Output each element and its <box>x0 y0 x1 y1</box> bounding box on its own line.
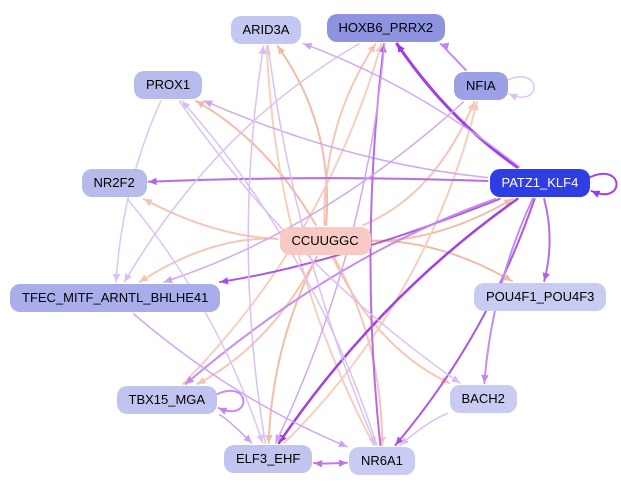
edge-ccuuggc-nfia[interactable] <box>362 101 476 226</box>
edge-patz1-pou4f1[interactable] <box>542 198 551 282</box>
edge-nfia-hoxb6[interactable] <box>439 42 467 71</box>
edge-ccuuggc-nr6a1[interactable] <box>333 256 386 446</box>
edge-loop-tbx15[interactable] <box>216 389 245 415</box>
node-prox1[interactable]: PROX1 <box>134 71 203 99</box>
edge-elf3-nfia[interactable] <box>283 101 479 444</box>
node-elf3[interactable]: ELF3_EHF <box>224 445 313 473</box>
edge-ccuuggc-hoxb6[interactable] <box>323 43 377 226</box>
edge-ccuuggc-tfec[interactable] <box>138 237 279 283</box>
edge-ccuuggc-bach2[interactable] <box>331 256 451 384</box>
node-hoxb6[interactable]: HOXB6_PRRX2 <box>326 14 446 42</box>
node-bach2[interactable]: BACH2 <box>449 385 517 413</box>
edge-nr2f2-elf3[interactable] <box>126 198 264 444</box>
edge-ccuuggc-prox1[interactable] <box>195 100 317 226</box>
node-ccuuggc[interactable]: CCUUGGC <box>279 227 371 255</box>
edge-tbx15-elf3[interactable] <box>218 414 253 444</box>
node-nr2f2[interactable]: NR2F2 <box>81 169 147 197</box>
edge-patz1-arid3a[interactable] <box>302 42 521 168</box>
edge-hoxb6-tfec[interactable] <box>123 43 360 283</box>
edge-nfia-tfec[interactable] <box>163 101 465 284</box>
edge-patz1-hoxb6[interactable] <box>395 42 519 169</box>
edge-ccuuggc-nr2f2[interactable] <box>142 198 279 240</box>
node-pou4f1[interactable]: POU4F1_POU4F3 <box>474 283 607 311</box>
edge-prox1-bach2[interactable] <box>178 100 461 384</box>
edge-patz1-elf3[interactable] <box>277 197 519 445</box>
edge-elf3-arid3a[interactable] <box>247 45 267 444</box>
node-patz1[interactable]: PATZ1_KLF4 <box>489 169 591 197</box>
node-tfec[interactable]: TFEC_MITF_ARNTL_BHLHE41 <box>10 284 221 312</box>
node-nfia[interactable]: NFIA <box>454 72 508 100</box>
edge-tfec-nr6a1[interactable] <box>132 313 348 448</box>
node-nr6a1[interactable]: NR6A1 <box>349 447 415 475</box>
node-arid3a[interactable]: ARID3A <box>230 16 302 44</box>
edge-patz1-nr2f2[interactable] <box>147 177 489 186</box>
edge-patz1-nr6a1[interactable] <box>394 198 536 446</box>
edge-elf3-nr6a1[interactable] <box>313 459 348 468</box>
edge-loop-patz1[interactable] <box>589 172 618 198</box>
edge-bach2-nr6a1[interactable] <box>399 412 449 446</box>
edge-ccuuggc-arid3a[interactable] <box>276 45 329 226</box>
edge-patz1-prox1[interactable] <box>203 99 489 179</box>
node-tbx15[interactable]: TBX15_MGA <box>116 386 218 414</box>
edge-ccuuggc-pou4f1[interactable] <box>371 239 513 282</box>
edge-tbx15-hoxb6[interactable] <box>181 43 383 385</box>
edge-nr6a1-prox1[interactable] <box>181 100 378 446</box>
edge-loop-nfia[interactable] <box>507 76 535 101</box>
edge-ccuuggc-elf3[interactable] <box>265 256 318 444</box>
